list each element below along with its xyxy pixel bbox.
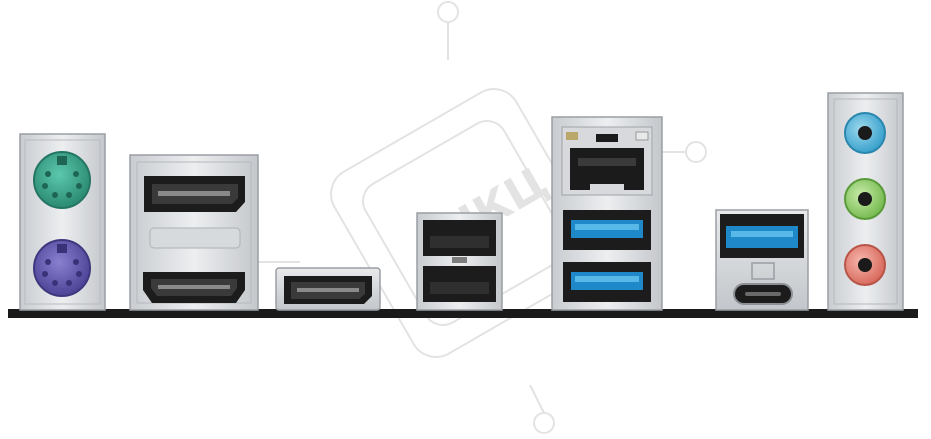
audio-line-out-jack[interactable] (844, 178, 886, 220)
displayport-lower[interactable] (275, 267, 381, 311)
dp-hdmi-housing (129, 154, 259, 311)
io-shield-base (8, 309, 918, 318)
usb3-port-upper[interactable] (563, 210, 651, 250)
lan-usb3-housing (551, 116, 663, 311)
displayport-upper[interactable] (144, 176, 245, 212)
usb3-typec-housing (715, 209, 809, 311)
usb3-port-lower[interactable] (563, 262, 651, 302)
rj45-ethernet-port[interactable] (561, 126, 653, 196)
audio-mic-jack[interactable] (844, 244, 886, 286)
usb2-housing (416, 212, 503, 311)
hdmi-port[interactable] (143, 272, 245, 303)
usb-type-c-port[interactable] (733, 283, 793, 305)
ps2-mouse-port[interactable] (33, 151, 91, 209)
audio-housing (827, 92, 904, 311)
ps2-keyboard-port[interactable] (33, 239, 91, 297)
usb2-port-lower[interactable] (423, 266, 496, 302)
usb3-port-single[interactable] (720, 214, 804, 258)
audio-line-in-jack[interactable] (844, 112, 886, 154)
usb2-port-upper[interactable] (423, 220, 496, 263)
ps2-combo-housing (19, 133, 106, 311)
